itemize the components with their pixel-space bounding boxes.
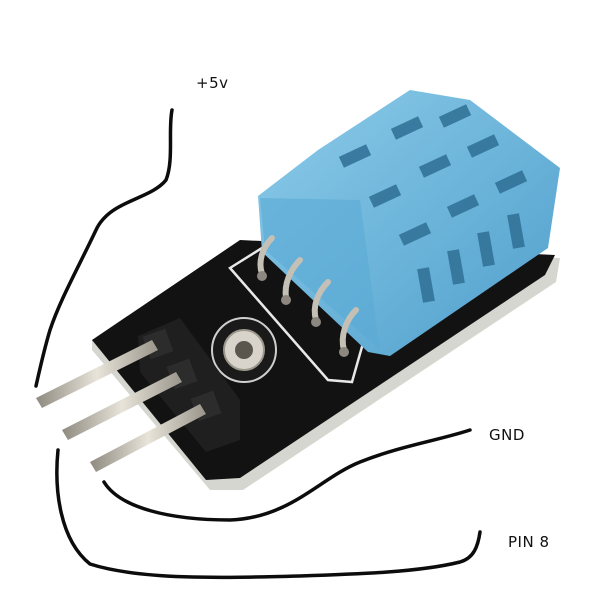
header-pins xyxy=(36,340,206,472)
vcc-label: +5v xyxy=(196,74,229,92)
dht11-sensor-icon xyxy=(258,90,560,356)
wire-data xyxy=(55,448,482,580)
header-pin-data xyxy=(62,372,182,440)
solder-pads xyxy=(257,271,349,357)
sensor-legs xyxy=(257,235,359,353)
header-pin-gnd xyxy=(90,404,206,472)
wire-gnd xyxy=(102,428,472,522)
mount-hole-icon xyxy=(211,317,277,383)
data-pin-label: PIN 8 xyxy=(508,533,550,551)
header-pin-vcc xyxy=(36,340,158,408)
gnd-label: GND xyxy=(489,426,525,444)
wire-vcc xyxy=(34,108,174,388)
hand-drawn-wires xyxy=(34,108,482,580)
